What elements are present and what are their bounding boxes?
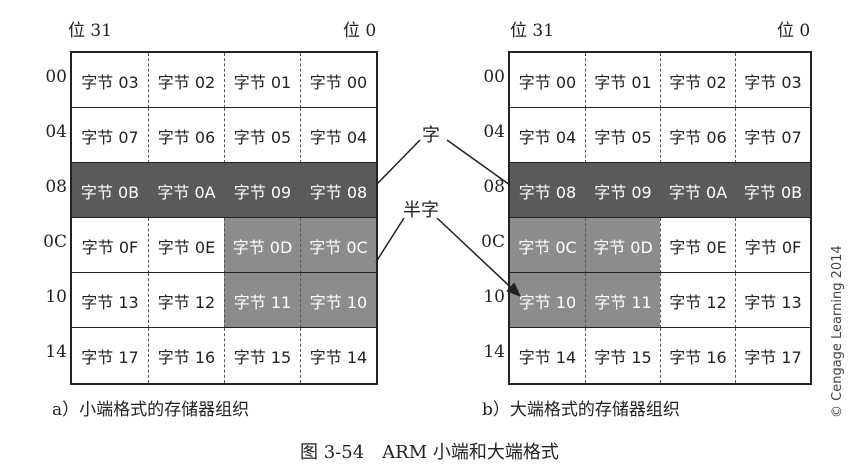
figure-caption: 图 3-54 ARM 小端和大端格式 <box>300 442 559 463</box>
byte-cell: 字节 15 <box>585 328 660 383</box>
row-separator <box>72 327 376 328</box>
byte-cell: 字节 0E <box>660 218 735 273</box>
byte-cell: 字节 02 <box>148 53 224 108</box>
address-label: 08 <box>45 177 67 197</box>
address-label: 0C <box>481 232 505 252</box>
address-label: 00 <box>45 67 67 87</box>
byte-cell: 字节 16 <box>660 328 735 383</box>
byte-cell: 字节 0A <box>148 163 224 218</box>
byte-cell: 字节 01 <box>224 53 300 108</box>
byte-cell: 字节 03 <box>81 72 139 92</box>
address-label: 04 <box>45 122 67 142</box>
left-bit0-label: 位 0 <box>343 21 377 41</box>
byte-cell: 字节 13 <box>735 273 810 328</box>
row-separator <box>510 107 810 108</box>
byte-cell: 字节 08 <box>510 163 585 218</box>
byte-cell: 字节 07 <box>81 127 139 147</box>
word-annotation: 字 <box>422 125 440 146</box>
byte-cell: 字节 01 <box>585 53 660 108</box>
copyright-notice: © Cengage Learning 2014 <box>830 245 845 418</box>
address-label: 00 <box>483 67 505 87</box>
byte-cell: 字节 0A <box>660 163 735 218</box>
address-label: 10 <box>483 287 505 307</box>
byte-cell: 字节 0B <box>72 163 148 218</box>
left-caption: a）小端格式的存储器组织 <box>52 400 250 420</box>
byte-cell: 字节 10 <box>300 273 376 328</box>
left-bit31-label: 位 31 <box>68 21 113 41</box>
byte-cell: 字节 11 <box>224 273 300 328</box>
byte-cell: 字节 05 <box>585 108 660 163</box>
byte-cell: 字节 0D <box>224 218 300 273</box>
byte-cell: 字节 17 <box>81 347 139 367</box>
row-separator <box>510 217 810 218</box>
row-separator <box>72 272 376 273</box>
right-caption: b）大端格式的存储器组织 <box>482 400 680 420</box>
byte-cell: 字节 10 <box>510 273 585 328</box>
byte-cell: 字节 11 <box>585 273 660 328</box>
byte-cell: 字节 0F <box>81 237 139 257</box>
byte-cell: 字节 09 <box>224 163 300 218</box>
byte-cell: 字节 0D <box>585 218 660 273</box>
row-separator <box>510 272 810 273</box>
row-separator <box>72 107 376 108</box>
byte-cell: 字节 0E <box>148 218 224 273</box>
byte-cell: 字节 07 <box>735 108 810 163</box>
byte-cell: 字节 05 <box>224 108 300 163</box>
row-separator <box>72 162 376 163</box>
address-label: 10 <box>45 287 67 307</box>
byte-cell: 字节 04 <box>518 127 577 147</box>
byte-cell: 字节 0C <box>510 218 585 273</box>
address-label: 08 <box>483 177 505 197</box>
halfword-annotation: 半字 <box>403 200 439 221</box>
byte-cell: 字节 06 <box>660 108 735 163</box>
byte-cell: 字节 00 <box>518 72 577 92</box>
row-separator <box>510 162 810 163</box>
byte-cell: 字节 14 <box>518 347 577 367</box>
row-separator <box>72 217 376 218</box>
row-separator <box>510 327 810 328</box>
byte-cell: 字节 12 <box>148 273 224 328</box>
byte-cell: 字节 12 <box>660 273 735 328</box>
address-label: 14 <box>483 342 505 362</box>
byte-cell: 字节 03 <box>735 53 810 108</box>
right-bit31-label: 位 31 <box>510 21 555 41</box>
byte-cell: 字节 16 <box>148 328 224 383</box>
byte-cell: 字节 02 <box>660 53 735 108</box>
byte-cell: 字节 06 <box>148 108 224 163</box>
byte-cell: 字节 0C <box>300 218 376 273</box>
byte-cell: 字节 17 <box>735 328 810 383</box>
byte-cell: 字节 00 <box>300 53 376 108</box>
address-label: 14 <box>45 342 67 362</box>
byte-cell: 字节 14 <box>300 328 376 383</box>
byte-cell: 字节 13 <box>81 292 139 312</box>
byte-cell: 字节 0F <box>735 218 810 273</box>
byte-cell: 字节 08 <box>300 163 376 218</box>
byte-cell: 字节 0B <box>735 163 810 218</box>
halfword-line-left <box>375 217 405 263</box>
byte-cell: 字节 04 <box>300 108 376 163</box>
byte-cell: 字节 15 <box>224 328 300 383</box>
right-bit0-label: 位 0 <box>777 21 811 41</box>
byte-cell: 字节 09 <box>585 163 660 218</box>
word-line-left <box>375 139 421 186</box>
address-label: 0C <box>43 232 67 252</box>
address-label: 04 <box>483 122 505 142</box>
